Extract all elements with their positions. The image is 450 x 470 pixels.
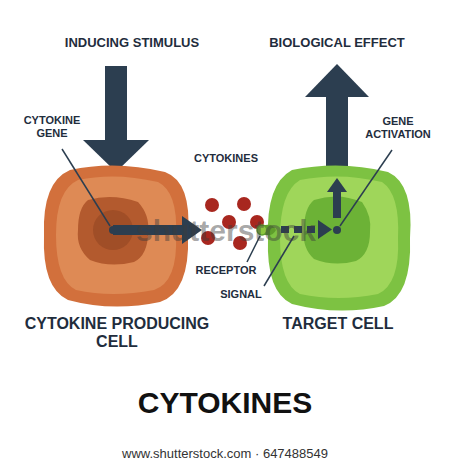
gene-label: CYTOKINE GENE [12,114,92,139]
effect-arrow-shaft [326,95,348,173]
activated-gene-dot [333,226,341,234]
cell-label: CYTOKINE PRODUCING CELL [22,315,212,352]
activation-arrow-shaft [333,190,341,218]
effect-label: BIOLOGICAL EFFECT [237,36,437,51]
signal-label: SIGNAL [206,288,276,301]
stimulus-arrow-shaft [105,66,127,142]
receptor-label: RECEPTOR [186,264,266,277]
diagram-title: CYTOKINES [75,386,375,421]
cell-label: TARGET CELL [253,315,423,333]
stimulus-label: INDUCING STIMULUS [32,36,232,51]
leader-lines [62,149,392,286]
effect-arrow-head [305,64,369,97]
activation-arrow-head [327,178,347,192]
activation-label: GENE ACTIVATION [353,115,443,140]
cytokines-label: CYTOKINES [176,152,276,165]
watermark: shutterstock [116,214,336,249]
source-url: www.shutterstock.com · 647488549 [75,447,375,462]
